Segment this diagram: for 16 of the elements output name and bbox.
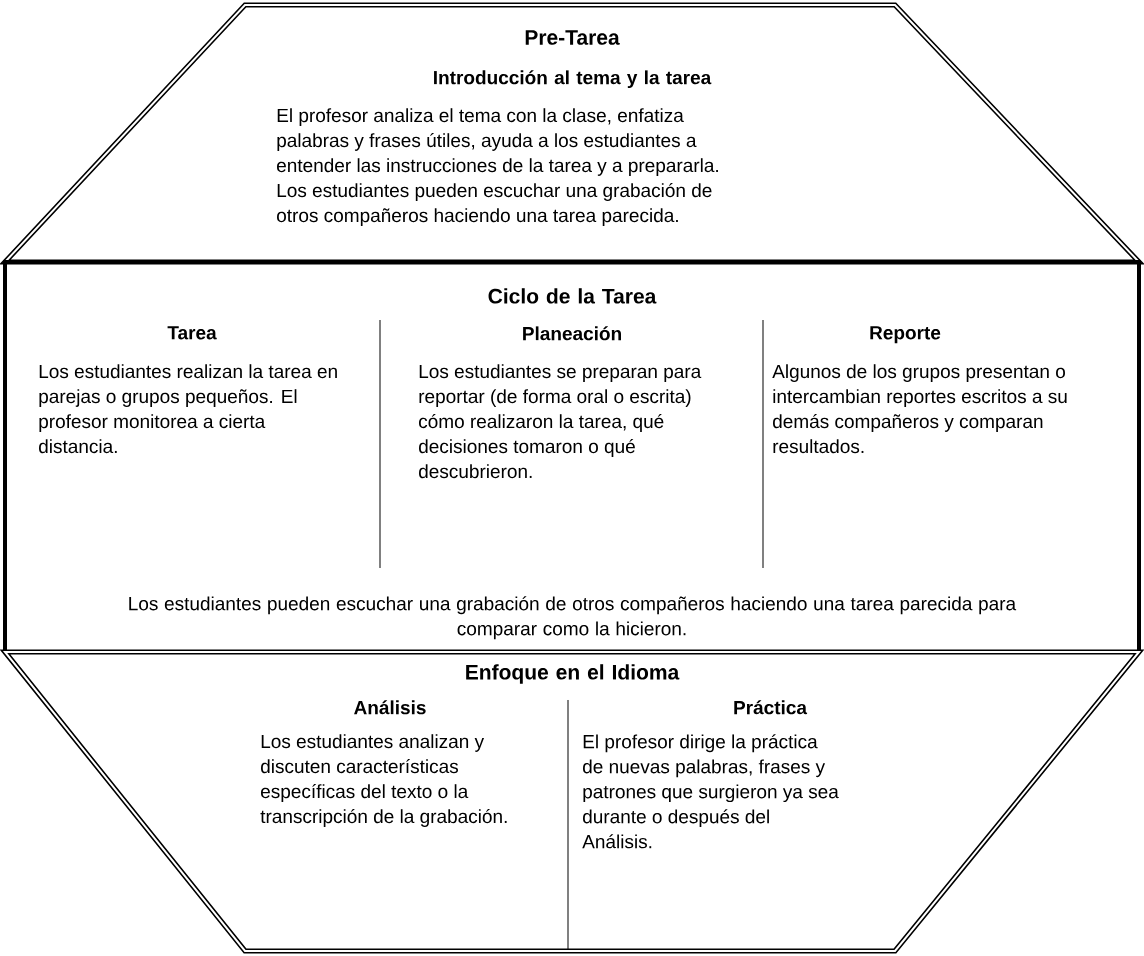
section-heading: Enfoque en el Idioma <box>466 664 680 684</box>
body-text: Los estudiantes analizan y discuten características específicas del texto o la transcripción de la grabación. <box>260 734 507 827</box>
body-text: El profesor dirige la práctica de nuevas palabras, frases y patrones que surgieron ya sea durante o después del Análisis. <box>582 734 839 849</box>
column-heading: Práctica <box>734 700 808 715</box>
body-text: Los estudiantes se preparan para reportar (de forma oral o escrita) cómo realizaron la tarea, qué decisiones tomaron o qué descubrieron. <box>419 364 702 479</box>
section-heading: Ciclo de la Tarea <box>488 288 657 304</box>
body-text: El profesor analiza el tema con la clase, enfatiza palabras y frases útiles, ayuda a los estudiantes a entender las instrucciones de la tarea y a prepararla. Los estudiantes pueden escuchar una grabación de otros compañeros haciendo una tarea parecida. <box>277 108 718 226</box>
column-heading: Planeación <box>523 326 621 341</box>
column-heading: Introducción al tema y la tarea <box>434 70 712 89</box>
column-heading: Análisis <box>354 700 426 715</box>
column-heading: Tarea <box>167 326 217 340</box>
body-text: Los estudiantes realizan la tarea en parejas o grupos pequeños. El profesor monitorea a cierta distancia. <box>39 364 337 454</box>
column-heading: Reporte <box>870 326 941 344</box>
section-heading: Pre-Tarea <box>525 30 620 45</box>
note-text: Los estudiantes pueden escuchar una grabación de otros compañeros haciendo una tarea parecida para comparar como la hicieron. <box>129 596 1017 640</box>
body-text: Algunos de los grupos presentan o intercambian reportes escritos a su demás compañeros y comparan resultados. <box>772 364 1067 454</box>
